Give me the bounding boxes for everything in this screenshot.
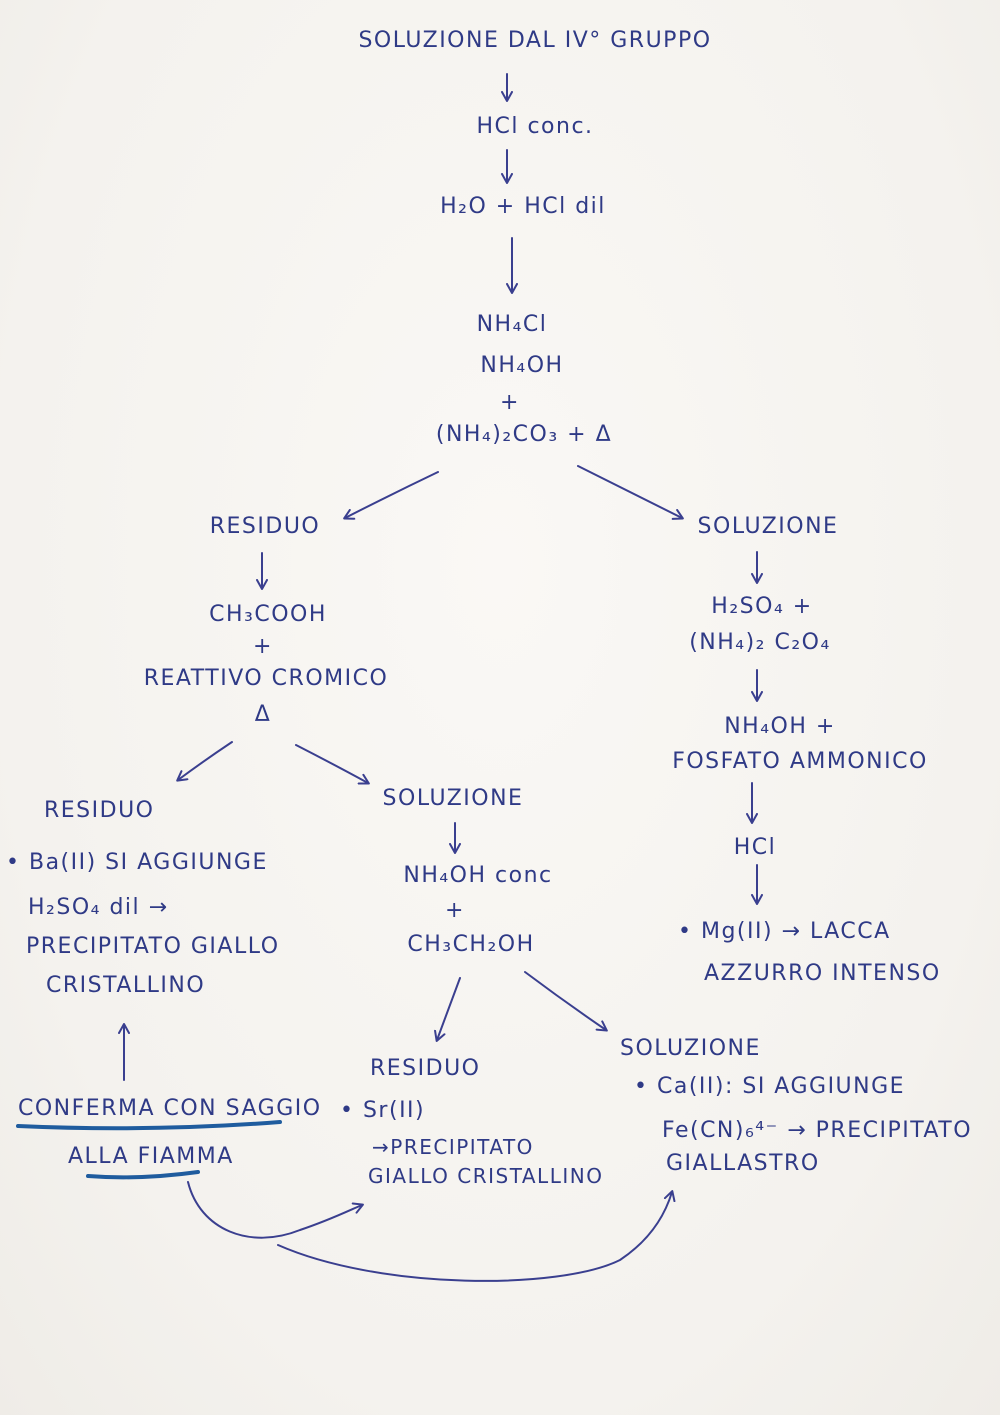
ca-line-1: • Ca(II): SI AGGIUNGE <box>634 1074 906 1099</box>
reagent-h2o-hcl-dil: H₂O + HCl dil <box>440 194 606 219</box>
reagent-fosfato-ammonico: FOSFATO AMMONICO <box>672 749 928 774</box>
reagent-nh4oh: NH₄OH <box>480 353 564 378</box>
arrow-fiamma-to-sr <box>187 1181 364 1239</box>
mg-line-1: • Mg(II) → LACCA <box>678 919 891 944</box>
confirm-line-1: CONFERMA CON SAGGIO <box>18 1096 322 1121</box>
ba-line-3: PRECIPITATO GIALLO <box>26 934 280 959</box>
reagent-ammonium-oxalate: (NH₄)₂ C₂O₄ <box>689 630 831 655</box>
reagent-reattivo-cromico: REATTIVO CROMICO <box>143 666 389 691</box>
label-soluzione-right: SOLUZIONE <box>697 514 839 539</box>
ba-line-1: • Ba(II) SI AGGIUNGE <box>6 850 268 875</box>
label-residuo-sr: RESIDUO <box>370 1056 481 1081</box>
reagent-hcl-right: HCl <box>733 835 777 860</box>
ba-line-4: CRISTALLINO <box>46 973 206 998</box>
arrow-to-right-soluzione <box>577 465 684 520</box>
reagent-hcl-conc: HCl conc. <box>476 114 594 139</box>
ca-line-2: Fe(CN)₆⁴⁻ → PRECIPITATO <box>662 1118 973 1143</box>
reagent-h2so4: H₂SO₄ + <box>711 594 813 619</box>
label-residuo-1: RESIDUO <box>209 514 321 539</box>
reagent-ch3cooh: CH₃COOH <box>209 602 327 627</box>
underline-conferma <box>16 1120 282 1131</box>
sr-line-2: →PRECIPITATO <box>372 1135 534 1159</box>
plus-sign-left: + <box>253 634 273 659</box>
reagent-nh4oh-conc: NH₄OH conc <box>403 863 553 888</box>
reagent-nh4oh-right: NH₄OH + <box>724 714 836 739</box>
reagent-nh4cl: NH₄Cl <box>476 312 548 337</box>
mg-line-2: AZZURRO INTENSO <box>704 961 941 986</box>
plus-sign-mid: + <box>445 898 465 923</box>
sr-line-3: GIALLO CRISTALLINO <box>368 1164 604 1188</box>
arrow-to-residuo2 <box>176 741 233 782</box>
label-soluzione-ca: SOLUZIONE <box>620 1036 761 1061</box>
label-soluzione-mid: SOLUZIONE <box>382 786 524 811</box>
heat-symbol: Δ <box>254 702 272 727</box>
ca-line-3: GIALLASTRO <box>666 1151 820 1176</box>
sr-line-1: • Sr(II) <box>340 1098 426 1123</box>
arrow-to-sr-residuo <box>434 977 461 1042</box>
plus-sign: + <box>500 390 520 415</box>
reagent-nh4-2co3-heat: (NH₄)₂CO₃ + Δ <box>435 422 613 447</box>
arrow-to-left-residuo <box>343 471 439 520</box>
confirm-line-2: ALLA FIAMMA <box>68 1144 234 1169</box>
label-residuo-2: RESIDUO <box>44 798 155 823</box>
arrow-to-ca-soluzione <box>524 971 608 1032</box>
title-soluzione-iv-gruppo: SOLUZIONE DAL IV° GRUPPO <box>358 28 712 53</box>
arrow-to-mid-soluzione <box>295 744 370 785</box>
reagent-ethanol: CH₃CH₂OH <box>407 932 535 957</box>
underline-fiamma <box>86 1170 200 1180</box>
ba-line-2: H₂SO₄ dil → <box>28 895 169 920</box>
arrow-fiamma-to-ca <box>277 1190 676 1282</box>
